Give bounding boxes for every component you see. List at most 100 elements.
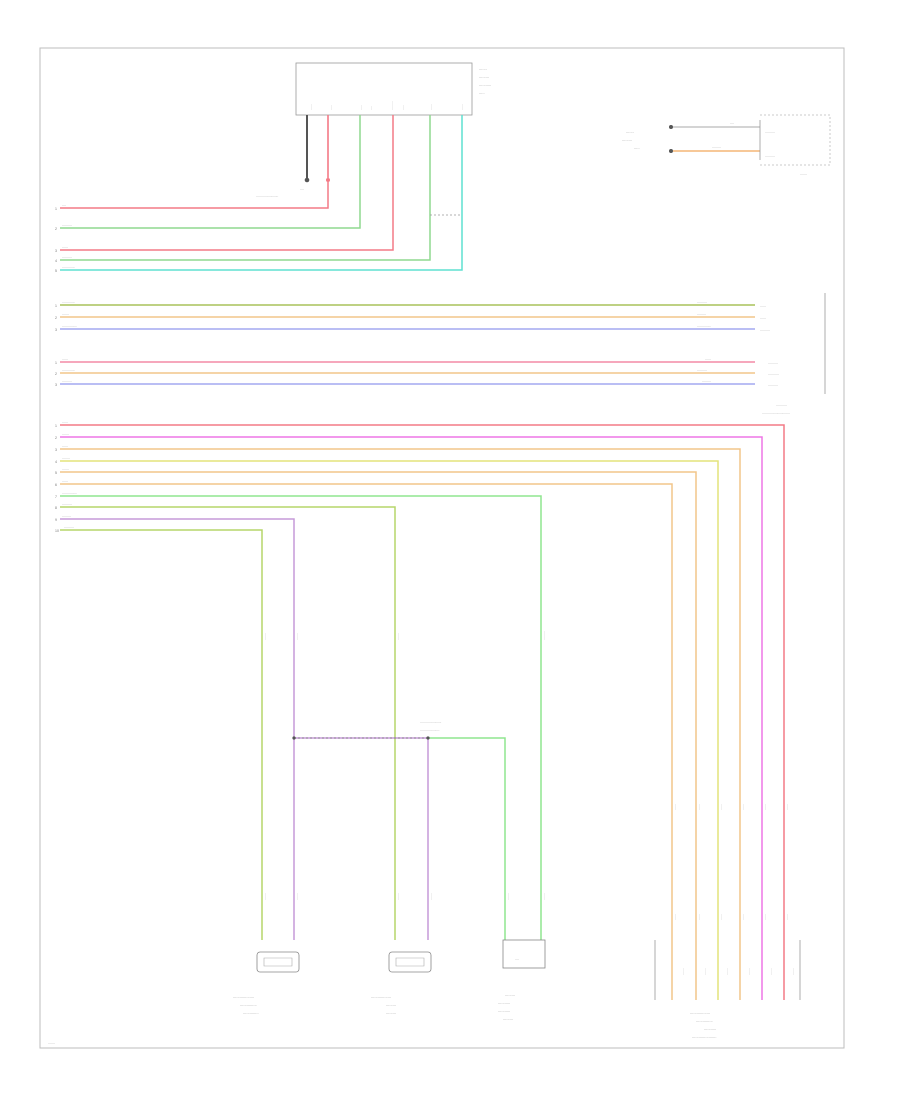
svg-text:.......: ....... xyxy=(263,633,267,640)
svg-text:8: 8 xyxy=(55,506,57,510)
svg-text:......: ...... xyxy=(429,104,433,110)
svg-text:.......: ....... xyxy=(681,968,685,975)
svg-text:.......: ....... xyxy=(295,893,299,900)
svg-text:......: ...... xyxy=(741,914,745,920)
svg-text:.......: ....... xyxy=(479,66,487,71)
svg-text:..........: .......... xyxy=(697,368,707,372)
lower-wires xyxy=(60,424,785,1000)
svg-text:..........: .......... xyxy=(768,383,778,387)
svg-text:1: 1 xyxy=(55,361,57,365)
svg-text:......: ...... xyxy=(785,804,789,810)
svg-text:......: ...... xyxy=(62,245,68,249)
svg-text:.......: ....... xyxy=(62,312,69,316)
top-wires xyxy=(60,115,463,271)
svg-text:......................: ...................... xyxy=(692,1034,716,1039)
svg-text:.........: ......... xyxy=(390,101,394,110)
svg-text:....................: .................... xyxy=(420,728,439,732)
svg-text:.....: ..... xyxy=(634,145,640,150)
svg-text:3: 3 xyxy=(55,383,57,387)
svg-text:2: 2 xyxy=(55,372,57,376)
svg-text:......: ...... xyxy=(62,420,68,424)
svg-text:.......: ....... xyxy=(62,467,69,471)
svg-text:2: 2 xyxy=(55,316,57,320)
svg-text:7: 7 xyxy=(55,495,57,499)
svg-text:...........: ........... xyxy=(776,403,787,407)
svg-text:...........: ........... xyxy=(704,1026,716,1031)
svg-text:2: 2 xyxy=(55,227,57,231)
svg-text:.........: ......... xyxy=(386,1002,396,1007)
svg-text:......: ...... xyxy=(760,316,766,320)
svg-text:..........: .......... xyxy=(765,130,775,134)
svg-text:.......: ....... xyxy=(62,432,69,436)
connector-right: ...... ...... ...... ...... ...... .....… xyxy=(654,804,801,1039)
svg-text:.......: ....... xyxy=(725,968,729,975)
svg-text:...............: ............... xyxy=(240,1002,257,1007)
svg-text:6: 6 xyxy=(55,483,57,487)
svg-text:..........: .......... xyxy=(768,361,778,365)
svg-text:.............................: ............................. xyxy=(762,411,790,415)
svg-text:.........: ......... xyxy=(542,631,546,640)
svg-text:.........: ......... xyxy=(702,379,711,383)
svg-text:.............: ............. xyxy=(62,265,75,269)
svg-text:......: ...... xyxy=(697,914,701,920)
svg-text:.......: ....... xyxy=(396,893,400,900)
svg-text:......: ...... xyxy=(62,479,68,483)
svg-text:..................: .................. xyxy=(690,1010,710,1015)
svg-text:........: ........ xyxy=(62,456,70,460)
bus-group-2 xyxy=(60,361,755,385)
svg-text:..........: .......... xyxy=(62,255,72,259)
svg-text:.......: ....... xyxy=(48,1041,55,1045)
svg-text:....: .... xyxy=(300,187,304,191)
svg-text:..........: .......... xyxy=(765,154,775,158)
svg-text:10: 10 xyxy=(55,529,59,533)
svg-text:.......: ....... xyxy=(747,968,751,975)
svg-text:...........: ........... xyxy=(498,1008,510,1013)
svg-text:5: 5 xyxy=(55,471,57,475)
svg-text:..........: .......... xyxy=(760,328,770,332)
svg-text:.....: ..... xyxy=(329,105,333,110)
sensor-right: .................. ......... ......... xyxy=(371,951,432,1015)
svg-text:......: ...... xyxy=(697,804,701,810)
svg-text:3: 3 xyxy=(55,328,57,332)
svg-text:......: ...... xyxy=(309,104,313,110)
svg-text:..........: .......... xyxy=(64,525,74,529)
svg-text:......: ...... xyxy=(673,914,677,920)
svg-text:5: 5 xyxy=(55,269,57,273)
svg-text:......: ...... xyxy=(460,104,464,110)
svg-text:3: 3 xyxy=(55,448,57,452)
svg-text:.........: ......... xyxy=(386,1010,396,1015)
svg-text:.......: ....... xyxy=(800,172,807,176)
svg-text:.......: ....... xyxy=(396,633,400,640)
svg-text:.......: ....... xyxy=(703,968,707,975)
svg-text:.......: ....... xyxy=(429,893,433,900)
svg-text:......: ...... xyxy=(763,914,767,920)
svg-text:2: 2 xyxy=(55,436,57,440)
sensor-mid: .... ......... ........... ........... .… xyxy=(498,939,546,1021)
svg-text:.........: ......... xyxy=(479,74,489,79)
sensor-left: ................... ............... ....… xyxy=(233,951,300,1015)
svg-text:.......: ....... xyxy=(506,893,510,900)
svg-text:.....: ..... xyxy=(359,105,363,110)
svg-text:......: ...... xyxy=(705,357,711,361)
svg-text:......: ...... xyxy=(673,804,677,810)
diagram-border xyxy=(39,47,845,1049)
svg-text:4: 4 xyxy=(55,460,57,464)
svg-text:......: ...... xyxy=(785,914,789,920)
svg-text:.........: ......... xyxy=(712,145,721,149)
svg-text:..........: .......... xyxy=(62,502,72,506)
svg-text:...............: ............... xyxy=(696,1018,713,1023)
svg-text:......: ...... xyxy=(763,804,767,810)
svg-text:.........: ......... xyxy=(503,1016,513,1021)
svg-text:...........: ........... xyxy=(479,82,491,87)
svg-text:.......: ....... xyxy=(542,893,546,900)
svg-text:.........: ......... xyxy=(622,137,632,142)
svg-text:4: 4 xyxy=(55,259,57,263)
svg-text:1: 1 xyxy=(55,424,57,428)
svg-text:......: ...... xyxy=(719,914,723,920)
svg-text:...........: ........... xyxy=(768,372,779,376)
svg-text:.......: ....... xyxy=(295,633,299,640)
svg-text:......................: ...................... xyxy=(420,720,441,724)
svg-text:......: ...... xyxy=(62,444,68,448)
svg-text:...........: ........... xyxy=(498,1000,510,1005)
